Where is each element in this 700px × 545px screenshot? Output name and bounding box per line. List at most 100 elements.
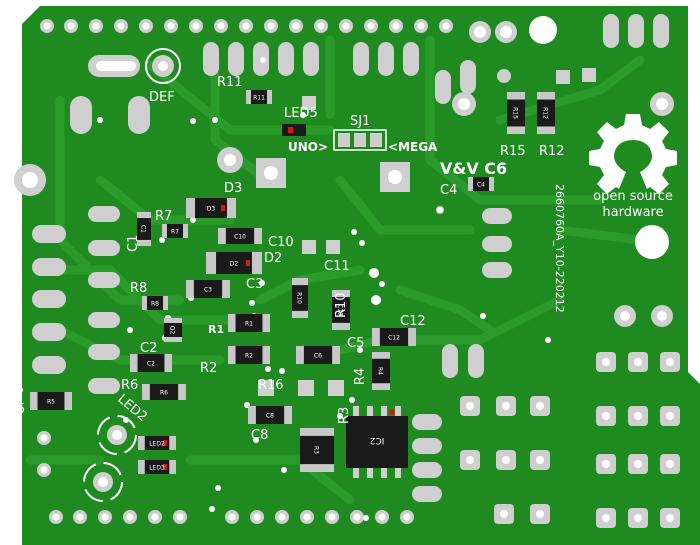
smd-terminal <box>138 436 145 450</box>
smd-text: C3 <box>204 287 212 294</box>
smd-terminal <box>267 90 272 104</box>
smd-text: R6 <box>160 390 168 397</box>
smd-terminal <box>64 392 72 410</box>
smd-c10: C10 <box>218 228 262 244</box>
smd-text: D2 <box>230 261 239 268</box>
smd-terminal <box>372 328 380 346</box>
octagon-pads <box>14 69 674 214</box>
smd-terminal <box>227 198 236 218</box>
smd-terminal <box>137 212 151 219</box>
smd-c6: C6 <box>296 346 340 364</box>
smd-body <box>216 252 252 274</box>
smd-r8: R8 <box>142 296 168 310</box>
smd-terminal <box>186 280 194 298</box>
smd-body <box>193 280 223 298</box>
smd-terminal <box>292 278 308 286</box>
smd-text: C2 <box>147 361 155 368</box>
smd-terminal <box>222 280 230 298</box>
osh-text-line2: hardware <box>602 205 663 220</box>
smd-text: C8 <box>266 413 274 420</box>
smd-body <box>137 354 165 372</box>
label-r11: R11 <box>217 75 243 90</box>
smd-terminal <box>332 290 350 298</box>
label-uno: UNO> <box>288 140 328 154</box>
smd-r7: R7 <box>162 224 188 238</box>
smd-terminal <box>507 92 525 100</box>
smd-terminal <box>142 296 147 310</box>
smd-r15: R15 <box>507 92 525 134</box>
led5 <box>282 124 306 136</box>
header-right-holes <box>469 16 557 44</box>
smd-terminal <box>372 352 390 359</box>
label-r4: R4 <box>353 368 368 385</box>
smd-terminal <box>164 337 182 342</box>
smd-terminal <box>218 228 226 244</box>
label-r5: R5 <box>8 402 25 417</box>
label-d3: D3 <box>224 181 242 196</box>
label-c4: C4 <box>440 183 457 198</box>
smd-terminal <box>137 239 151 246</box>
smd-text: R2 <box>245 353 253 360</box>
smd-r12: R12 <box>537 92 555 134</box>
smd-body <box>372 358 390 384</box>
label-d2: D2 <box>264 251 282 266</box>
smd-terminal <box>162 224 167 238</box>
smd-body <box>255 406 285 424</box>
led-mark <box>221 205 225 211</box>
smd-terminal <box>248 406 256 424</box>
smd-terminal <box>507 126 525 134</box>
smd-body <box>195 198 227 218</box>
smd-terminal <box>537 126 555 134</box>
smd-text: C6 <box>314 353 322 360</box>
label-r16: R16 <box>258 378 284 393</box>
trace-layer <box>25 35 645 505</box>
smd-terminal <box>138 460 145 474</box>
smd-r6: R6 <box>142 384 186 400</box>
smd-terminal <box>163 296 168 310</box>
smd-led2a: LED2 <box>138 436 176 450</box>
smd-text: LED3 <box>149 465 165 472</box>
smd-terminal <box>372 383 390 390</box>
smd-r5: R5 <box>30 392 72 410</box>
smd-d3: D3 <box>186 198 236 218</box>
smd-terminal <box>169 436 176 450</box>
smd-text: LED2 <box>149 441 165 448</box>
smd-text: R3 <box>313 446 320 454</box>
part-number: 2660760A_Y10-220212 <box>553 184 566 313</box>
smd-body <box>37 392 65 410</box>
smd-terminal <box>206 252 217 274</box>
smd-text: C4 <box>477 182 485 189</box>
label-r12: R12 <box>539 144 565 159</box>
label-r3: R3 <box>337 407 352 424</box>
smd-terminal <box>164 318 182 323</box>
smd-c3: C3 <box>186 280 230 298</box>
smd-r3: R3 <box>300 428 334 472</box>
smd-body <box>537 99 555 127</box>
smd-body <box>292 285 308 311</box>
smd-terminal <box>332 346 340 364</box>
led-mark <box>163 440 168 446</box>
header-top-row <box>40 19 453 33</box>
smd-text: R12 <box>542 107 549 119</box>
smd-terminal <box>164 354 172 372</box>
right-middle-pads <box>258 68 596 502</box>
smd-c8: C8 <box>248 406 292 424</box>
label-vvc6: V&V C6 <box>440 159 507 178</box>
label-c3: C3 <box>246 277 263 292</box>
label-mega: <MEGA <box>388 140 438 154</box>
smd-body <box>225 228 255 244</box>
label-c8: C8 <box>251 428 268 443</box>
smd-terminal <box>300 428 334 436</box>
smd-body <box>473 177 489 191</box>
smd-terminal <box>284 406 292 424</box>
smd-r11: R11 <box>246 90 272 104</box>
slot-hole <box>96 61 136 71</box>
smd-text: C13 <box>337 304 344 316</box>
smd-body <box>251 90 267 104</box>
smd-text: Q2 <box>169 326 176 335</box>
left-pad-columns <box>32 206 120 394</box>
smd-r4: R4 <box>372 352 390 390</box>
label-r1: R1 <box>208 323 224 336</box>
